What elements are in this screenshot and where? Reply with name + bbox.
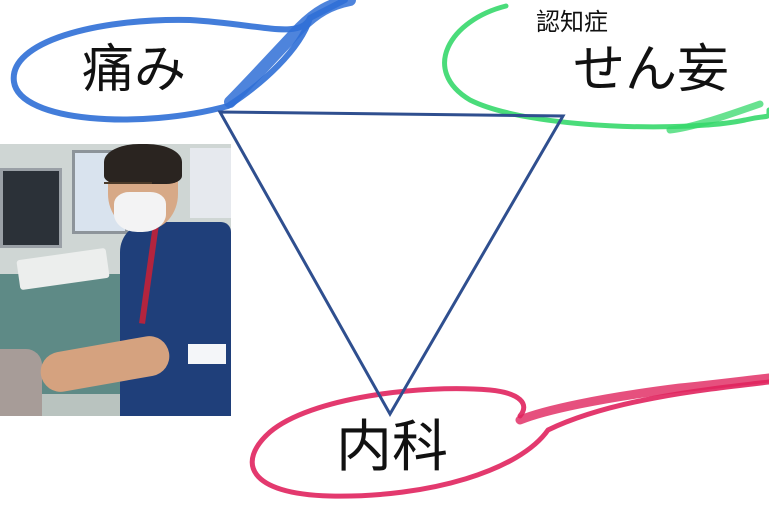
photo-monitor [0, 168, 62, 248]
connecting-triangle [217, 110, 566, 418]
photo-monitor [190, 148, 231, 218]
internal-circle [249, 379, 769, 499]
internal-circle-accent [515, 373, 769, 425]
photo-mask [114, 192, 166, 232]
photo-glasses [104, 182, 152, 192]
pain-label: 痛み [82, 40, 187, 100]
delirium-circle-tail [666, 100, 764, 134]
photo-doctor-hair [104, 144, 182, 184]
delirium-circle [442, 3, 769, 130]
photo-patient-leg [0, 349, 42, 416]
internal-medicine-label: 内科 [336, 415, 448, 480]
photo-badge [188, 344, 226, 364]
doctor-photo [0, 144, 231, 416]
delirium-label: せん妄 [573, 40, 730, 100]
pain-circle-accent [224, 0, 356, 108]
photo-doctor-body [120, 222, 231, 416]
dementia-label: 認知症 [536, 8, 608, 36]
